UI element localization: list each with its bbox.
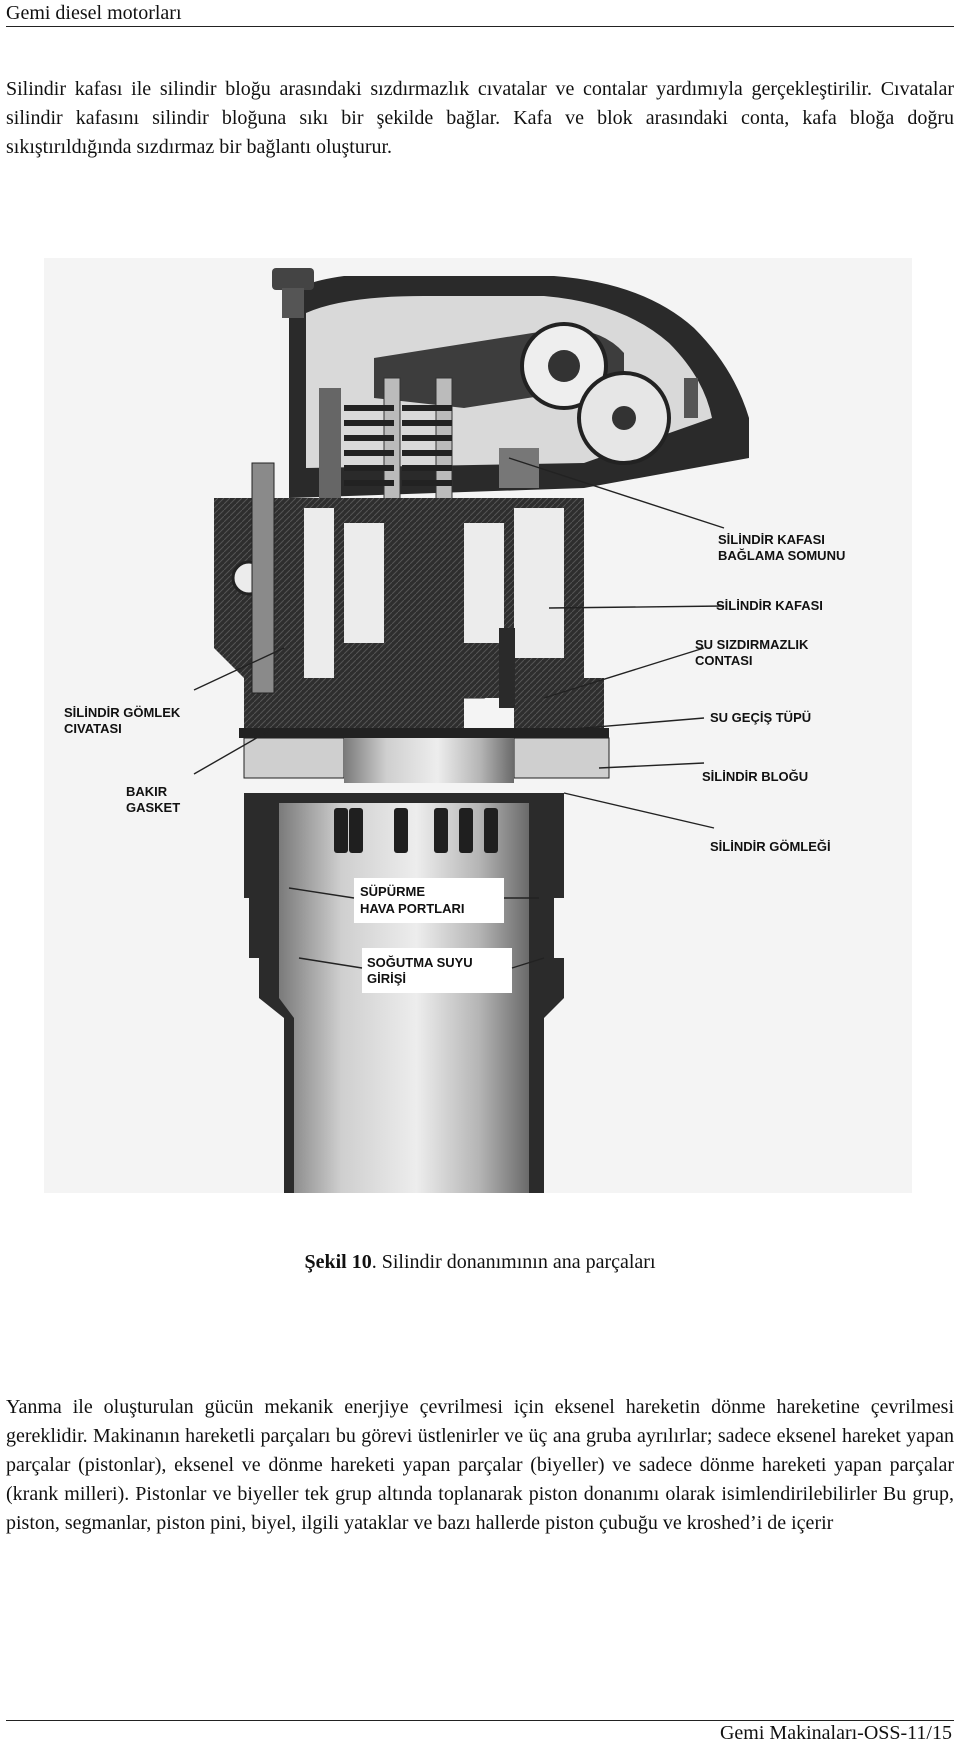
caption-text: . Silindir donanımının ana parçaları <box>371 1251 656 1273</box>
label-coolant-inlet-2: GİRİŞİ <box>367 971 406 986</box>
header-title: Gemi diesel motorları <box>6 2 182 24</box>
footer-text: Gemi Makinaları-OSS-11/15 <box>719 1722 952 1744</box>
label-scavenge-ports-2: HAVA PORTLARI <box>360 901 464 916</box>
cylinder-figure: SİLİNDİR KAFASI BAĞLAMA SOMUNU SİLİNDİR … <box>44 258 912 1193</box>
intro-paragraph: Silindir kafası ile silindir bloğu arası… <box>6 78 954 158</box>
footer-rule <box>6 1720 954 1721</box>
label-liner-bolt-1: SİLİNDİR GÖMLEK <box>64 705 181 720</box>
page-footer: Gemi Makinaları-OSS-11/15 <box>720 1722 952 1745</box>
body-paragraph: Yanma ile oluşturulan gücün mekanik ener… <box>6 1396 954 1534</box>
label-cylinder-block: SİLİNDİR BLOĞU <box>702 769 808 784</box>
cylinder-head <box>214 462 604 728</box>
label-water-seal-2: CONTASI <box>695 653 753 668</box>
label-coolant-inlet-1: SOĞUTMA SUYU <box>367 955 473 970</box>
label-head-nut-2: BAĞLAMA SOMUNU <box>718 548 845 563</box>
label-scavenge-ports-1: SÜPÜRME <box>360 884 425 899</box>
block-top <box>239 728 610 783</box>
caption-number: Şekil 10 <box>304 1251 372 1273</box>
label-cylinder-head: SİLİNDİR KAFASI <box>716 598 823 613</box>
page-header: Gemi diesel motorları <box>6 0 954 27</box>
label-water-seal-1: SU SIZDIRMAZLIK <box>695 637 809 652</box>
rocker-arm <box>374 322 698 488</box>
label-head-nut-1: SİLİNDİR KAFASI <box>718 532 825 547</box>
figure-caption: Şekil 10. Silindir donanımının ana parça… <box>0 1251 960 1274</box>
cylinder-illustration: SİLİNDİR KAFASI BAĞLAMA SOMUNU SİLİNDİR … <box>44 258 912 1193</box>
label-copper-gasket-1: BAKIR <box>126 784 168 799</box>
label-water-tube: SU GEÇİŞ TÜPÜ <box>710 710 811 725</box>
label-copper-gasket-2: GASKET <box>126 800 180 815</box>
label-cylinder-liner: SİLİNDİR GÖMLEĞİ <box>710 839 831 854</box>
label-liner-bolt-2: CIVATASI <box>64 721 122 736</box>
leader-lines <box>193 457 725 969</box>
